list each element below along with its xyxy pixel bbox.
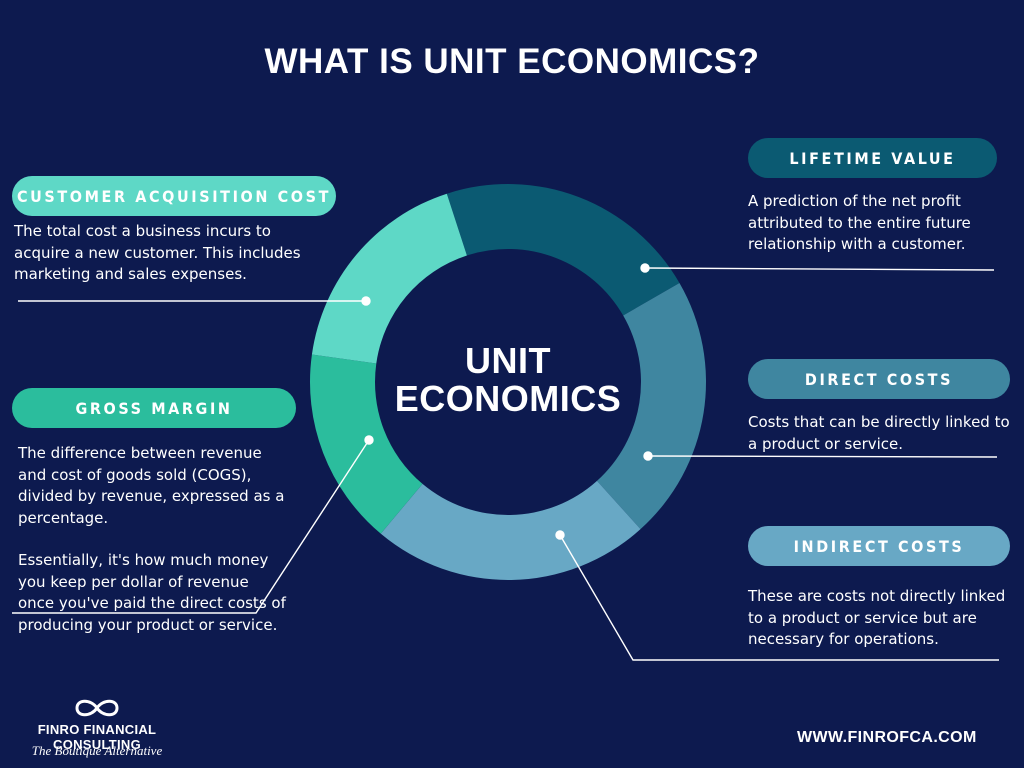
- acquisition-cost-pill: CUSTOMER ACQUISITION COST: [12, 176, 336, 216]
- lifetime-value-segment: [446, 184, 680, 316]
- brand-tagline: The Boutique Alternative: [31, 743, 163, 758]
- gross-margin-label: GROSS MARGIN: [75, 398, 233, 418]
- direct-connector-line: [647, 455, 998, 458]
- website-link[interactable]: WWW.FINROFCA.COM: [797, 729, 977, 746]
- acquisition-cost-text: The total cost a business incurs to acqu…: [14, 222, 301, 283]
- acquisition-cost-label: CUSTOMER ACQUISITION COST: [16, 186, 332, 206]
- indirect-connector-dot: [555, 530, 565, 540]
- gross-margin-connector-line: [12, 439, 370, 614]
- lifetime-connector-dot: [640, 263, 650, 273]
- direct-costs-text: Costs that can be directly linked to a p…: [748, 413, 1010, 453]
- acquisition-cost-segment: [311, 193, 467, 364]
- direct-connector-dot: [643, 451, 653, 461]
- lifetime-value-pill: LIFETIME VALUE: [748, 138, 997, 178]
- direct-costs-pill: DIRECT COSTS: [748, 359, 1010, 399]
- acquisition-cost-description: The total cost a business incurs to acqu…: [14, 221, 314, 286]
- acquisition-connector-dot: [361, 296, 371, 306]
- direct-costs-label: DIRECT COSTS: [804, 369, 954, 389]
- direct-costs-description: Costs that can be directly linked to a p…: [748, 412, 1016, 455]
- gross-margin-pill: GROSS MARGIN: [12, 388, 296, 428]
- lifetime-value-description: A prediction of the net profit attribute…: [748, 191, 988, 256]
- indirect-costs-pill: INDIRECT COSTS: [748, 526, 1010, 566]
- gross-margin-connector-dot: [364, 435, 374, 445]
- center-label-line1: UNIT: [465, 340, 551, 381]
- indirect-costs-text: These are costs not directly linked to a…: [748, 587, 1006, 648]
- gross-margin-text-2: Essentially, it's how much money you kee…: [18, 551, 286, 634]
- lifetime-value-text: A prediction of the net profit attribute…: [748, 192, 971, 253]
- indirect-costs-description: These are costs not directly linked to a…: [748, 586, 1016, 651]
- center-label: UNIT ECONOMICS: [380, 342, 636, 418]
- indirect-connector-line: [559, 534, 999, 661]
- lifetime-connector-line: [644, 267, 995, 271]
- page-title: WHAT IS UNIT ECONOMICS?: [264, 42, 760, 81]
- brand-name: FINRO FINANCIAL CONSULTING: [37, 722, 157, 752]
- indirect-costs-segment: [380, 480, 641, 581]
- lifetime-value-label: LIFETIME VALUE: [789, 148, 956, 168]
- gross-margin-text-1: The difference between revenue and cost …: [18, 444, 285, 527]
- direct-costs-segment: [596, 283, 706, 530]
- gross-margin-description: The difference between revenue and cost …: [18, 443, 286, 636]
- infinity-icon: [75, 699, 119, 717]
- center-label-line2: ECONOMICS: [394, 378, 622, 419]
- indirect-costs-label: INDIRECT COSTS: [793, 536, 965, 556]
